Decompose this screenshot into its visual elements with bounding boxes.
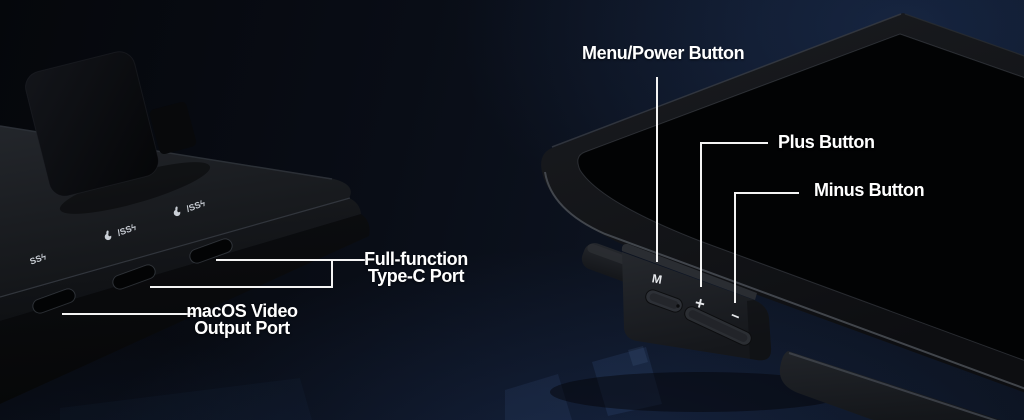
usb-c-port-1 <box>32 288 76 314</box>
apple-logo-icon <box>173 206 181 217</box>
button-module-top <box>621 243 757 300</box>
floor-reflection <box>60 378 312 420</box>
bezel-right-edge-highlight <box>904 13 1024 57</box>
typec-port-label-line1: Full-function <box>364 249 468 269</box>
indicator-hole <box>676 304 680 308</box>
plug-shadow <box>59 162 211 214</box>
device-port-bevel <box>0 198 361 321</box>
device-lower-side <box>0 214 370 404</box>
usb-c-port-2 <box>112 264 156 290</box>
usb-plug-neck <box>149 101 197 155</box>
button-module-side <box>747 300 772 361</box>
floor-reflection <box>628 346 648 366</box>
minus-callout-line <box>734 192 799 303</box>
monitor-screen <box>577 33 1024 361</box>
bezel-bottom-chamfer <box>544 171 1024 390</box>
right-monitor-device: M + − <box>541 13 1024 420</box>
callout-lines <box>62 77 799 315</box>
volume-rocker-recess <box>688 310 748 342</box>
macos-output-label-line1: macOS Video <box>186 301 298 321</box>
minus-button-label: Minus Button <box>814 180 925 200</box>
usb-c-port-3 <box>189 238 233 264</box>
typec-bracket-line <box>150 260 333 288</box>
menu-power-button-recess <box>649 293 679 309</box>
bevel-edge-highlight <box>0 197 351 298</box>
usb-plug-body <box>25 51 159 197</box>
macos-output-label: macOS Video Output Port <box>186 301 298 338</box>
plus-button-label: Plus Button <box>778 132 875 152</box>
plus-button-glyph: + <box>693 293 707 314</box>
plus-callout-line <box>700 142 768 287</box>
floor-reflection <box>505 374 572 420</box>
menu-power-label: Menu/Power Button <box>582 43 745 63</box>
monitor-shadow <box>550 372 850 412</box>
left-monitor-device: SSϟ /SSϟ /SSϟ <box>0 51 370 404</box>
typec-port-label-line2: Type-C Port <box>367 266 465 286</box>
menu-button-glyph: M <box>651 271 663 287</box>
apple-logo-icon <box>104 230 112 241</box>
bezel-top-edge-highlight <box>551 13 902 148</box>
macos-output-label-line2: Output Port <box>194 318 290 338</box>
typec-port-label: Full-function Type-C Port <box>360 249 472 286</box>
